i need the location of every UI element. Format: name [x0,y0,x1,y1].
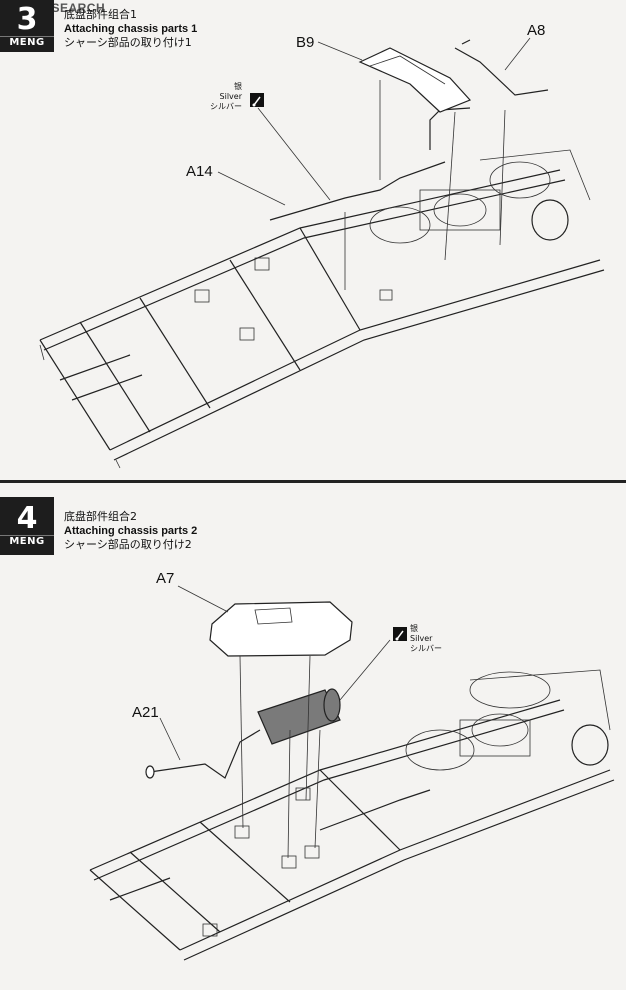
paint-ja: シルバー [210,102,242,111]
part-b9 [358,47,472,113]
part-label-b9: B9 [296,34,315,51]
part-a7 [209,601,353,657]
part-label-a7: A7 [156,570,175,587]
title-zh: 底盘部件组合1 [64,8,137,21]
brand-logo: MENG [0,535,54,548]
part-a21 [149,729,261,779]
step-3-badge: 3 MENG [0,0,54,52]
title-zh: 底盘部件组合2 [64,510,137,523]
part-label-a21: A21 [132,704,159,721]
paint-callout: 银 Silver シルバー [410,624,454,654]
paint-callout: 银 Silver シルバー [198,82,242,112]
paint-en: Silver [410,634,433,643]
drivetrain-step4 [319,669,611,831]
title-ja: シャーシ部品の取り付け1 [64,36,192,49]
step-number: 4 [16,501,38,536]
title-en: Attaching chassis parts 1 [64,23,198,35]
paint-ja: シルバー [410,644,442,653]
title-en: Attaching chassis parts 2 [64,525,198,537]
drivetrain-step3 [369,149,591,244]
part-a8 [454,47,549,96]
step-4-badge: 4 MENG [0,497,54,555]
part-a14-pipe [269,161,446,221]
part-label-a14: A14 [186,163,213,180]
step-4-titles: 底盘部件组合2 Attaching chassis parts 2 シャーシ部品… [64,510,197,552]
paint-brush-icon [250,93,264,107]
step-number: 3 [16,2,38,37]
paint-zh: 银 [234,82,242,91]
step-3-titles: 底盘部件组合1 Attaching chassis parts 1 シャーシ部品… [64,8,197,50]
step-divider [0,480,626,483]
chassis-frame-step3 [39,169,605,469]
chassis-frame-step4 [89,699,615,961]
paint-brush-icon [393,627,407,641]
part-label-a8: A8 [527,22,546,39]
paint-zh: 银 [410,624,418,633]
part-a14-bend [429,107,471,150]
brand-logo: MENG [0,36,54,49]
title-ja: シャーシ部品の取り付け2 [64,538,192,551]
part-muffler [257,689,341,745]
paint-en: Silver [219,92,242,101]
